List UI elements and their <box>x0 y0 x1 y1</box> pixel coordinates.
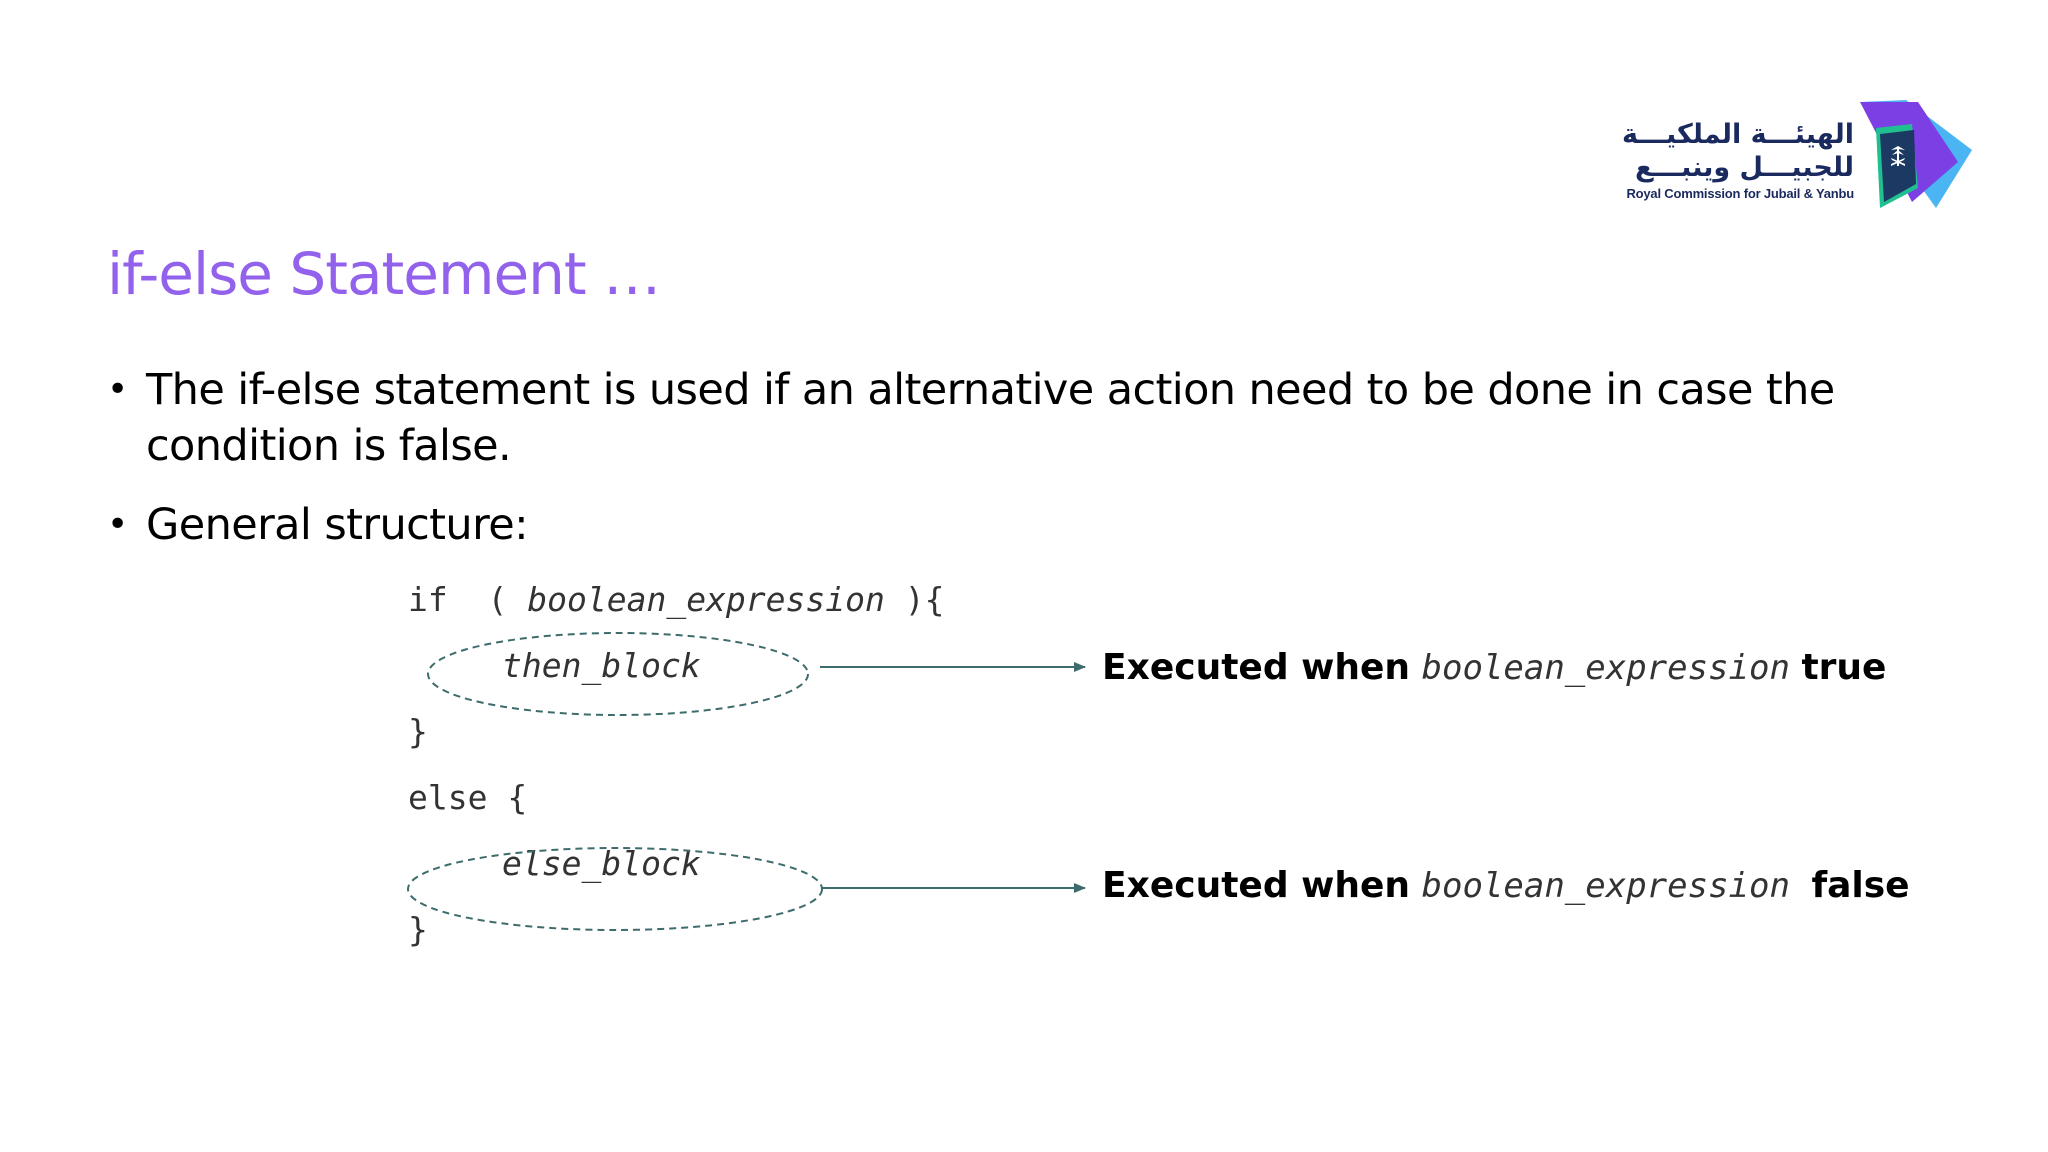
logo-arabic-line1: الهيئـــة الملكيـــة <box>1621 119 1854 150</box>
slide-title: if-else Statement … <box>107 240 661 308</box>
then-annotation-suffix: true <box>1801 647 1887 688</box>
logo-text: الهيئـــة الملكيـــة للجبيـــل وينبـــع … <box>1622 118 1854 204</box>
code-then-block: then_block <box>502 646 701 685</box>
bullet-dot-icon: • <box>107 369 128 410</box>
code-condition: boolean_expression <box>527 580 885 619</box>
logo-emblem-icon <box>1860 100 1972 208</box>
bullet-dot-icon: • <box>107 504 128 545</box>
code-if-keyword: if <box>408 580 448 619</box>
bullet-text: The if-else statement is used if an alte… <box>146 365 1835 471</box>
else-annotation-expr: boolean_expression <box>1421 866 1790 906</box>
else-annotation-prefix: Executed when <box>1102 865 1411 906</box>
code-open-paren: ( <box>487 580 508 619</box>
then-annotation: Executed when boolean_expression true <box>1102 646 1886 690</box>
logo-arabic-line2: للجبيـــل وينبـــع <box>1635 152 1854 183</box>
code-close-paren: ){ <box>904 580 945 619</box>
code-else-block: else_block <box>502 844 701 883</box>
royal-commission-logo: الهيئـــة الملكيـــة للجبيـــل وينبـــع … <box>1588 100 1972 216</box>
bullet-text: General structure: <box>146 500 529 550</box>
then-annotation-expr: boolean_expression <box>1421 648 1790 688</box>
code-close-brace-2: } <box>408 910 428 949</box>
logo-english: Royal Commission for Jubail & Yanbu <box>1626 186 1854 201</box>
then-annotation-prefix: Executed when <box>1102 647 1411 688</box>
code-close-brace-1: } <box>408 712 428 751</box>
else-annotation: Executed when boolean_expression false <box>1102 864 1910 908</box>
code-if-line: if ( boolean_expression ){ <box>408 580 945 620</box>
code-else-line: else { <box>408 778 528 817</box>
else-annotation-suffix: false <box>1811 865 1910 906</box>
